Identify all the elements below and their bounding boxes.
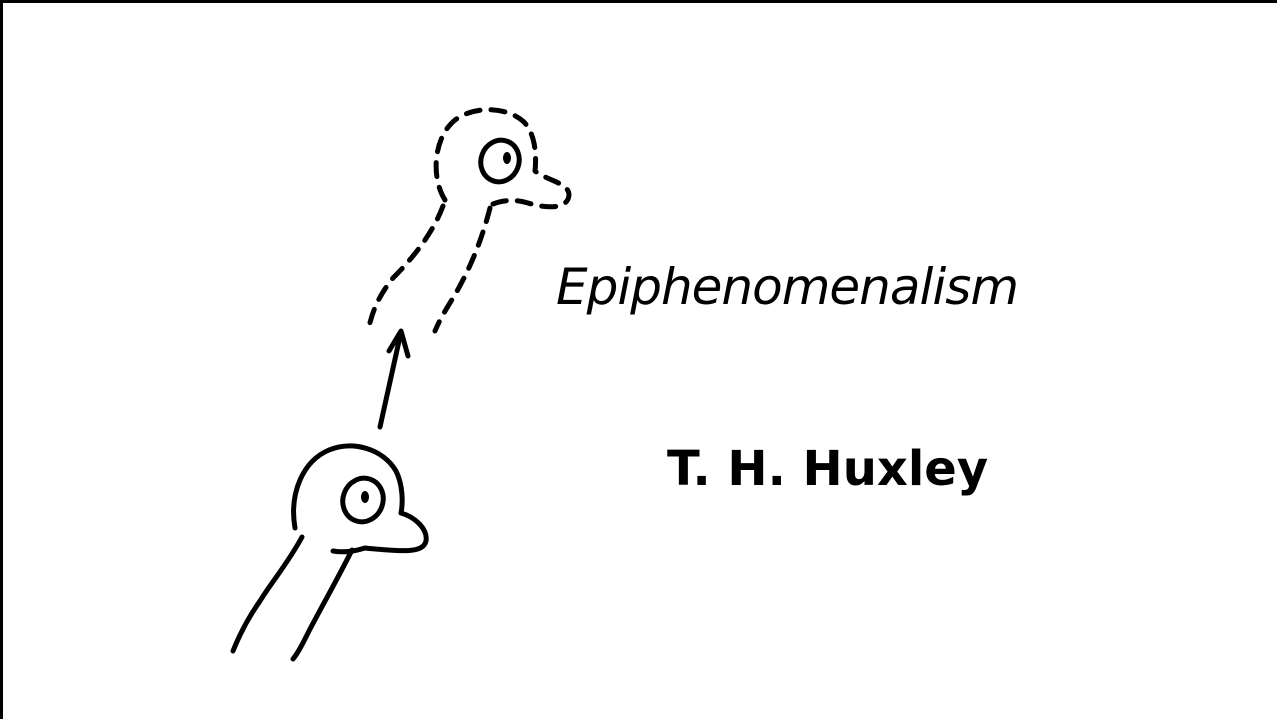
mind-figure [366, 107, 572, 334]
body-figure-neck-left [230, 534, 305, 654]
body-figure-neck-right [290, 547, 355, 662]
epiphenomenalism-illustration [230, 107, 572, 662]
mind-figure-eye [478, 137, 522, 185]
upward-arrow [377, 328, 411, 430]
upward-arrow-head [386, 328, 411, 359]
slide-author: T. H. Huxley [667, 441, 989, 497]
mind-figure-neck-right [432, 205, 493, 334]
body-figure-eye [340, 475, 386, 525]
slide-title: Epiphenomenalism [556, 258, 1019, 316]
body-figure-pupil [361, 491, 369, 503]
mind-figure-pupil [503, 152, 511, 164]
body-figure [230, 443, 429, 662]
body-figure-head [291, 443, 429, 555]
mind-figure-eye-group [478, 137, 522, 185]
mind-figure-head [433, 107, 572, 210]
mind-figure-neck-left [366, 203, 446, 330]
upward-arrow-shaft [377, 329, 404, 430]
